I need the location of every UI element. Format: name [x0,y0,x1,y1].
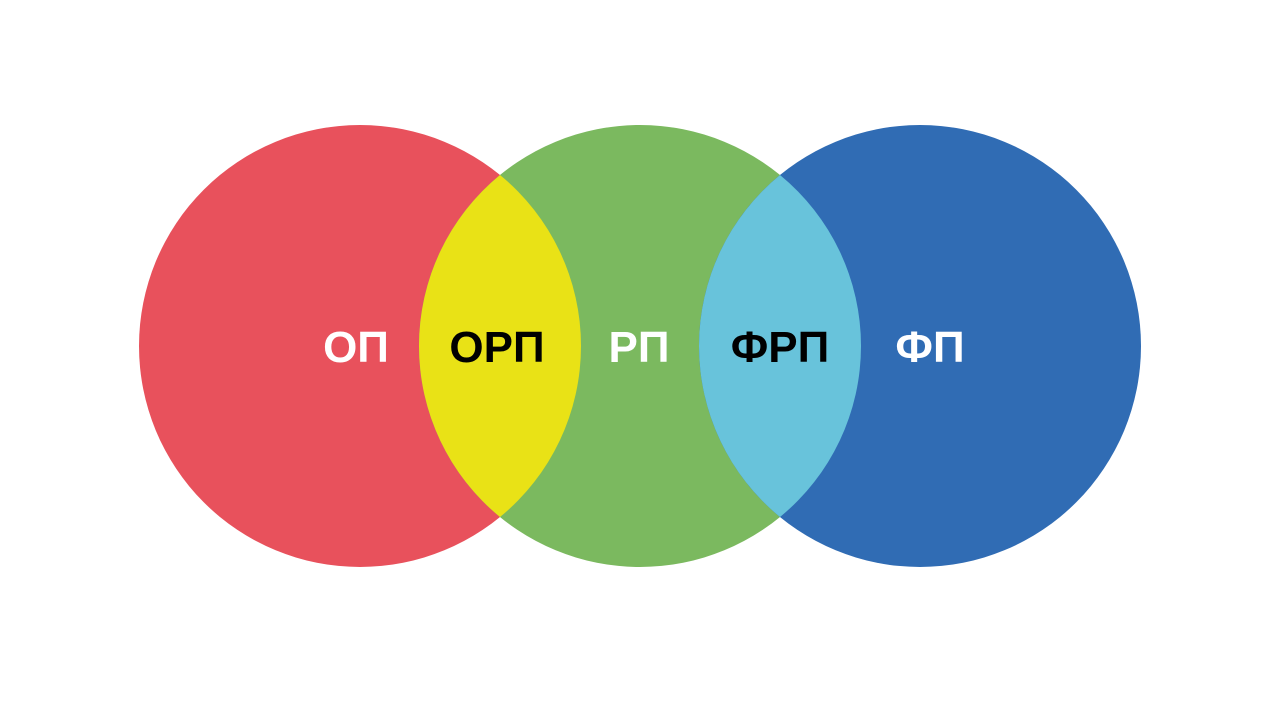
intersection-lens-orp [419,175,581,517]
set-label-fp: ФП [895,323,964,372]
intersection-label-orp: ОРП [449,323,544,372]
set-label-op: ОП [323,323,389,372]
set-label-rp: РП [609,323,670,372]
intersection-label-frp: ФРП [731,323,830,372]
intersection-lens-frp [699,175,862,517]
